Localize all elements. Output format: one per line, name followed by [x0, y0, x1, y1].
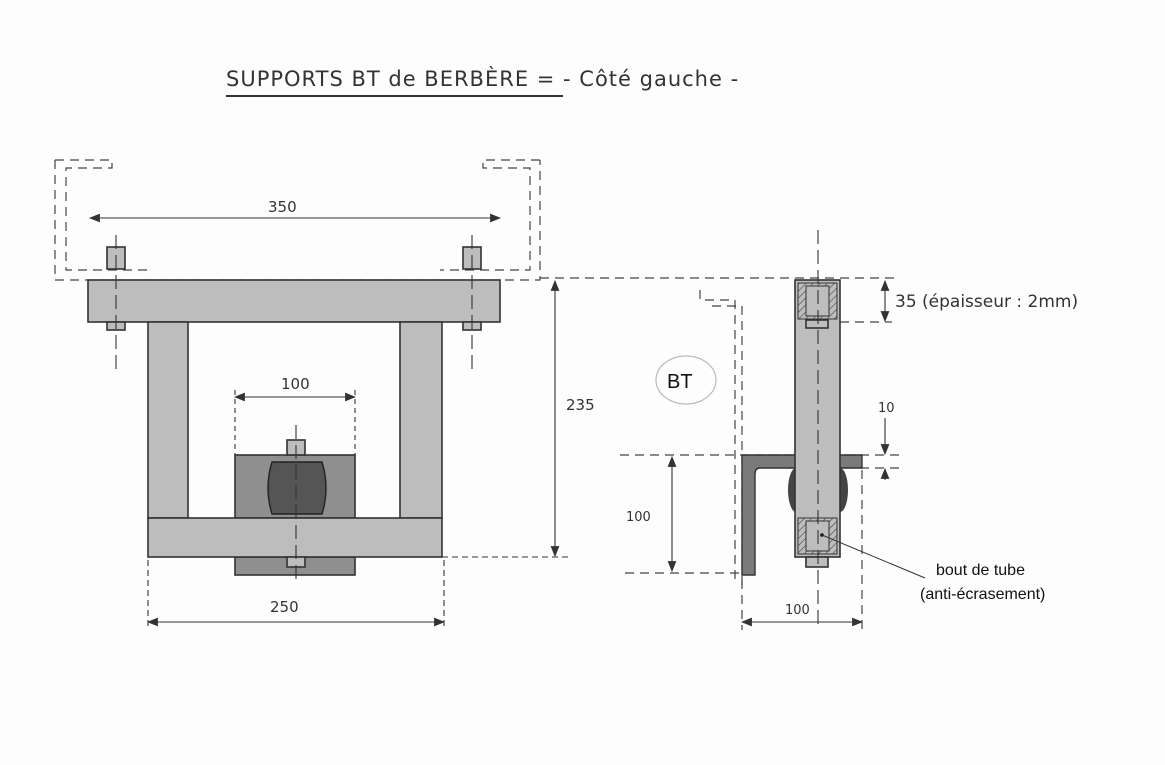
dim-100-roller: 100	[281, 375, 310, 393]
dim-350: 350	[268, 198, 297, 216]
dim-10: 10	[878, 401, 895, 416]
dim-35-tube: 35 (épaisseur : 2mm)	[895, 292, 1078, 312]
bottom-crossbar	[147, 517, 443, 558]
dim-235: 235	[566, 396, 595, 414]
drawing-title: SUPPORTS BT de BERBÈRE = - Côté gauche -	[226, 66, 739, 91]
dim-250: 250	[270, 598, 299, 616]
left-leg	[147, 321, 189, 519]
bt-circle	[655, 355, 717, 405]
dim-100-height: 100	[626, 510, 651, 525]
label-bt: BT	[667, 371, 693, 393]
note-line-2: (anti-écrasement)	[920, 586, 1045, 603]
angle-iron	[741, 454, 863, 576]
front-view: 350 100 235 250	[54, 159, 595, 628]
bt-outline-dashed	[699, 290, 743, 590]
top-crossbar	[87, 279, 501, 323]
side-view: BT 35 (épaisseur : 2mm) 10 100 100 bout …	[540, 230, 1078, 630]
equipment-outline-dashed	[55, 159, 540, 271]
dim-100-width: 100	[785, 603, 810, 618]
note-line-1: bout de tube	[936, 562, 1025, 579]
right-leg	[399, 321, 443, 519]
roller	[267, 461, 327, 515]
